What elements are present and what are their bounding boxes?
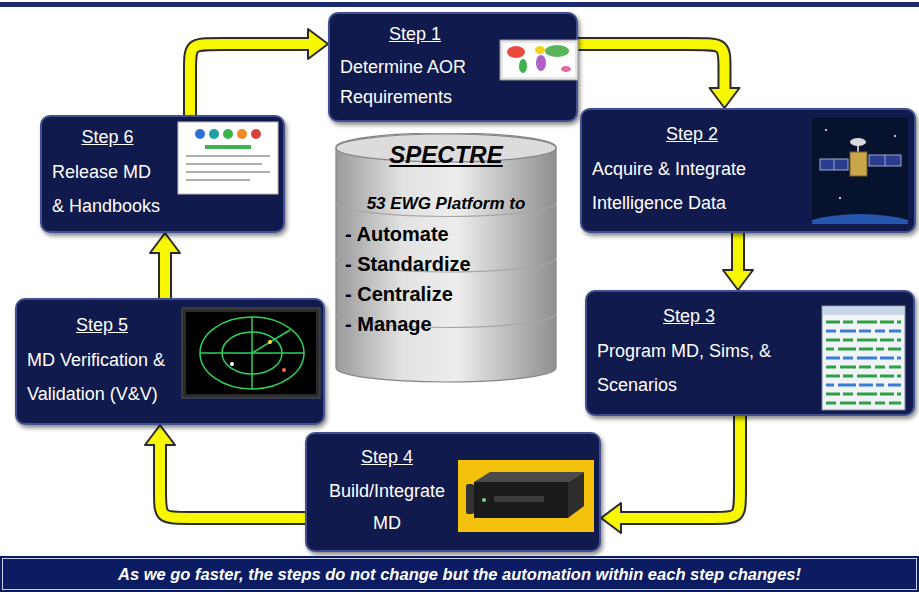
flow-arrow xyxy=(601,416,740,533)
arrow-shaft xyxy=(190,44,311,115)
step-description: Determine AOR Requirements xyxy=(340,52,490,112)
arrow-outline xyxy=(618,416,740,518)
cylinder-top xyxy=(336,134,556,162)
step-description: Release MD & Handbooks xyxy=(52,155,163,223)
arrow-outline xyxy=(158,250,172,298)
text-column: Step 5 MD Verification & Validation (V&V) xyxy=(27,313,177,411)
cylinder-body xyxy=(336,133,556,382)
database-subtitle: 53 EWG Platform to xyxy=(335,193,557,215)
bullet-item: - Manage xyxy=(335,309,557,339)
step-heading: Step 1 xyxy=(340,22,490,46)
banner-text: As we go faster, the steps do not change… xyxy=(0,563,919,585)
flow-arrow xyxy=(190,29,328,115)
text-column: Step 3 Program MD, Sims, & Scenarios xyxy=(597,304,781,402)
text-column: Step 2 Acquire & Integrate Intelligence D… xyxy=(592,122,792,220)
arrow-outline xyxy=(190,44,311,115)
process-step-box: Step 1 Determine AOR Requirements xyxy=(328,12,578,122)
handbook-page-icon xyxy=(178,122,278,194)
footer-banner: As we go faster, the steps do not change… xyxy=(0,556,919,592)
data-sheet-icon xyxy=(822,306,905,410)
text-column: SPECTRE 53 EWG Platform to - Automate- Sta… xyxy=(335,133,557,339)
radar-display-icon xyxy=(182,308,320,398)
cylinder-band xyxy=(336,203,556,217)
arrow-outline xyxy=(731,233,745,273)
arrow-head xyxy=(150,233,180,253)
database-cylinder: SPECTRE 53 EWG Platform to - Automate- Sta… xyxy=(335,133,557,383)
bullet-item: - Standardize xyxy=(335,249,557,279)
cylinder-band xyxy=(336,258,556,272)
process-step-box: Step 5 MD Verification & Validation (V&V) xyxy=(15,298,325,425)
cylinder-shape xyxy=(335,133,557,383)
top-rule xyxy=(0,2,919,7)
arrow-head xyxy=(709,88,739,108)
bullet-item: - Automate xyxy=(335,219,557,249)
step-description: Acquire & Integrate Intelligence Data xyxy=(592,152,792,220)
arrow-head xyxy=(145,425,175,445)
arrow-shaft xyxy=(733,233,743,273)
database-title: SPECTRE xyxy=(335,141,557,169)
step-heading: Step 6 xyxy=(52,125,163,149)
arrow-outline xyxy=(160,442,305,518)
step-heading: Step 5 xyxy=(27,313,177,337)
step-heading: Step 4 xyxy=(317,445,457,469)
step-heading: Step 3 xyxy=(597,304,781,328)
flow-arrow xyxy=(723,233,753,290)
arrow-head xyxy=(601,503,621,533)
process-step-box: Step 2 Acquire & Integrate Intelligence D… xyxy=(580,108,916,233)
satellite-icon xyxy=(790,118,919,258)
arrow-shaft xyxy=(160,250,170,298)
flow-arrow xyxy=(150,233,180,298)
flow-arrow xyxy=(145,425,305,518)
arrow-shaft xyxy=(578,44,724,91)
text-column: As we go faster, the steps do not change… xyxy=(0,563,919,585)
text-column: Step 4 Build/Integrate MD xyxy=(317,445,457,539)
process-step-box: Step 4 Build/Integrate MD xyxy=(305,432,601,552)
process-step-box: Step 3 Program MD, Sims, & Scenarios xyxy=(585,290,915,416)
bullet-item: - Centralize xyxy=(335,279,557,309)
arrow-shaft xyxy=(160,442,305,518)
step-heading: Step 2 xyxy=(592,122,792,146)
text-column: Step 1 Determine AOR Requirements xyxy=(340,22,490,112)
flow-arrow xyxy=(578,44,739,108)
step-description: Program MD, Sims, & Scenarios xyxy=(597,334,781,402)
step-description: Build/Integrate MD xyxy=(317,475,457,539)
world-map-icon xyxy=(500,40,578,80)
arrow-outline xyxy=(578,44,724,91)
arrow-head xyxy=(723,270,753,290)
text-column: Step 6 Release MD & Handbooks xyxy=(52,125,163,223)
arrow-head xyxy=(308,29,328,59)
cylinder-band xyxy=(336,314,556,328)
step-description: MD Verification & Validation (V&V) xyxy=(27,343,177,411)
hardware-unit-icon xyxy=(458,460,594,532)
arrow-shaft xyxy=(618,416,740,518)
process-step-box: Step 6 Release MD & Handbooks xyxy=(40,115,285,233)
